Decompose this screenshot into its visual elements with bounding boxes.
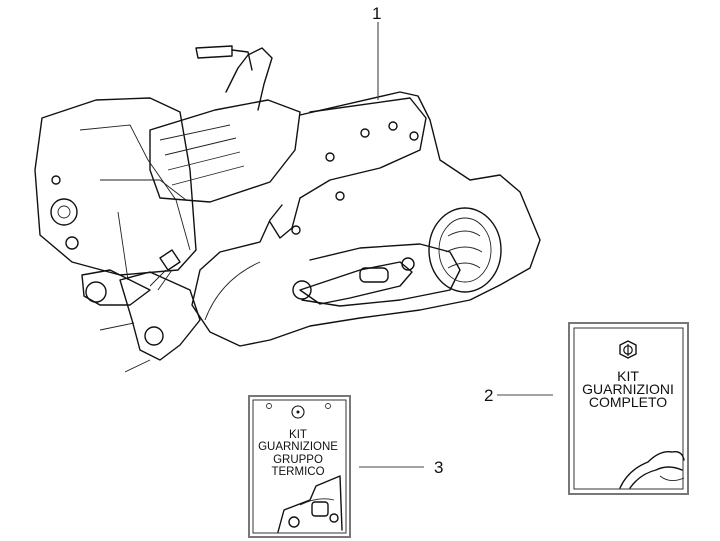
callout-2[interactable]: 2 (484, 386, 553, 405)
kit-guarnizione-gruppo-termico[interactable]: KIT GUARNIZIONE GRUPPO TERMICO (248, 395, 351, 538)
piaggio-logo-icon (291, 405, 305, 419)
kit-2-line-2: GUARNIZIONI (582, 381, 674, 397)
engine-assembly[interactable] (34, 45, 541, 373)
kit-3-line-3: GRUPPO (273, 454, 323, 466)
piaggio-logo-icon (619, 340, 637, 359)
kit-3-line-4: TERMICO (271, 466, 324, 478)
kit-2-line-1: KIT (617, 368, 639, 384)
callout-3-number: 3 (434, 458, 443, 477)
kit-guarnizioni-completo[interactable]: KIT GUARNIZIONI COMPLETO (568, 322, 689, 495)
callout-3[interactable]: 3 (359, 458, 443, 477)
kit-3-line-2: GUARNIZIONE (258, 441, 338, 453)
callout-1[interactable]: 1 (372, 4, 381, 100)
callout-1-number: 1 (372, 4, 381, 23)
callout-2-number: 2 (484, 386, 493, 405)
kit-3-line-1: KIT (289, 429, 307, 441)
kit-2-line-3: COMPLETO (589, 394, 667, 410)
